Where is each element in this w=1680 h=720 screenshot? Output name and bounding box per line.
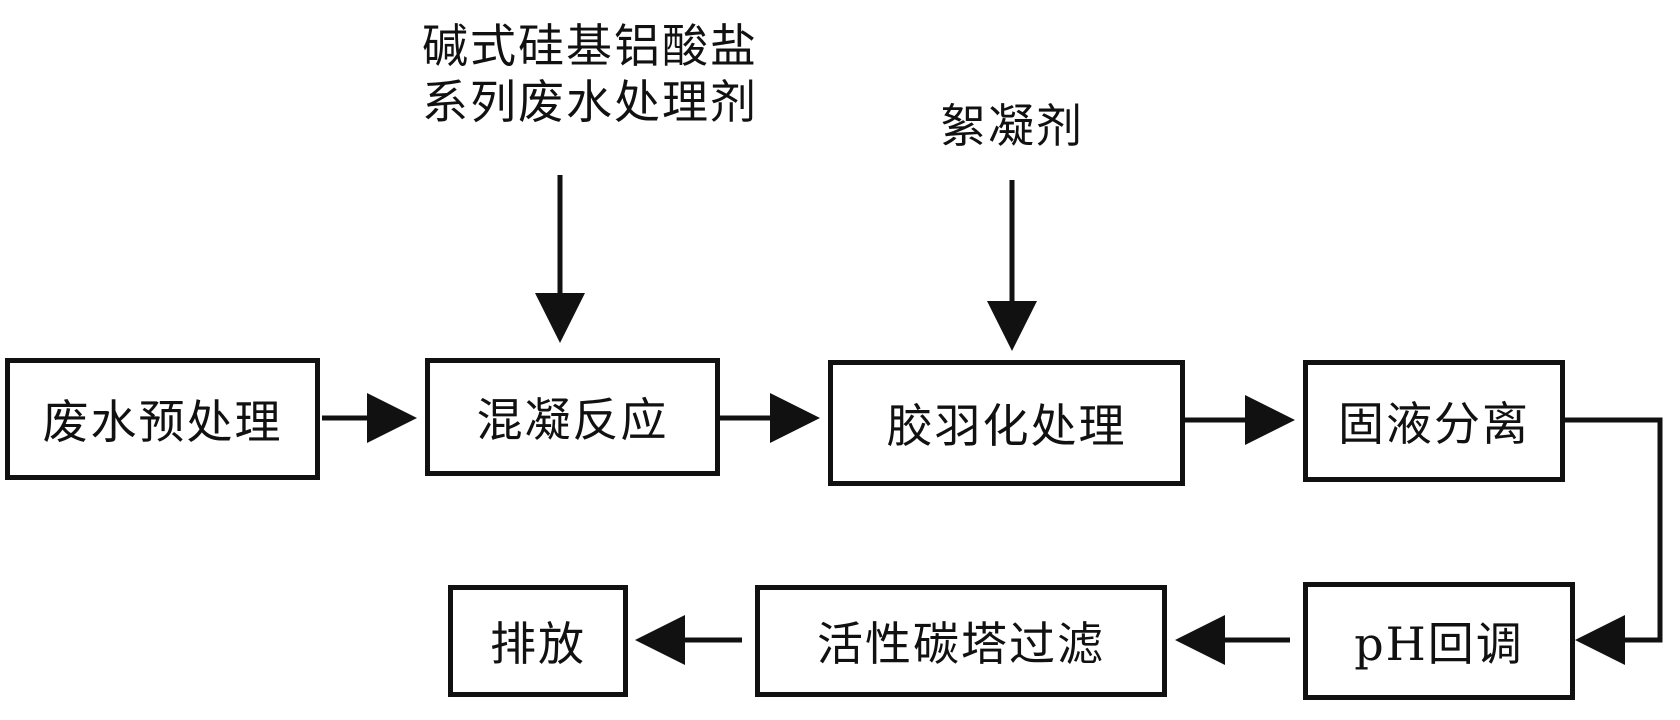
- step-flocculation: 胶羽化处理: [828, 360, 1185, 486]
- flocculant-label: 絮凝剂: [940, 99, 1084, 153]
- agent-label: 碱式硅基铝酸盐 系列废水处理剂: [380, 18, 800, 130]
- step-pretreatment: 废水预处理: [5, 358, 320, 480]
- arrow-separation-to-ph-adjust: [1565, 417, 1663, 665]
- step-discharge: 排放: [448, 585, 628, 697]
- step-carbon-filter: 活性碳塔过滤: [755, 585, 1167, 697]
- step-separation: 固液分离: [1303, 360, 1565, 482]
- step-coagulation: 混凝反应: [425, 358, 720, 476]
- step-ph-adjust: pH回调: [1303, 582, 1575, 700]
- agent-label-line2: 系列废水处理剂: [422, 75, 758, 129]
- agent-label-line1: 碱式硅基铝酸盐: [422, 19, 758, 73]
